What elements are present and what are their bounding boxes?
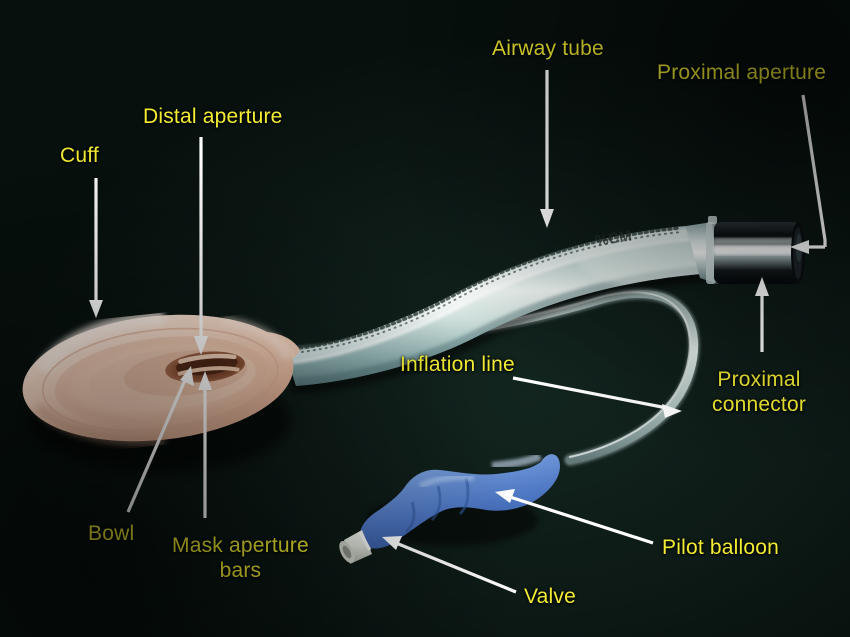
proximal-connector-part (686, 216, 805, 284)
label-cuff: Cuff (60, 144, 99, 167)
label-distal-aperture: Distal aperture (143, 105, 283, 128)
pointer-arrows (89, 70, 827, 594)
arrow-airway-tube (540, 70, 554, 228)
arrow-bowl (126, 366, 194, 513)
arrow-distal-aperture (194, 137, 208, 355)
arrow-proximal-connector (755, 277, 769, 352)
label-inflation-line: Inflation line (400, 353, 515, 376)
label-bowl: Bowl (88, 522, 135, 545)
mask-aperture-bars-part (177, 353, 240, 376)
arrow-valve (382, 536, 517, 594)
arrow-pilot-balloon (495, 489, 654, 545)
arrow-inflation-line (512, 376, 682, 418)
label-proximal-aperture: Proximal aperture (657, 61, 827, 84)
tube-graduation-marks (298, 226, 683, 353)
label-airway-tube: Airway tube (492, 37, 604, 60)
valve-part (339, 530, 372, 564)
label-valve: Valve (524, 585, 576, 608)
airway-tube-part: %CM (285, 226, 706, 394)
label-proximal-connector: Proximal connector (712, 368, 807, 416)
pilot-balloon-and-valve-part (339, 452, 560, 564)
cuff-and-bowl-part (22, 309, 300, 472)
svg-text:%CM: %CM (594, 227, 633, 250)
arrow-proximal-aperture (790, 94, 827, 254)
label-pilot-balloon: Pilot balloon (662, 536, 780, 559)
arrow-cuff (89, 178, 103, 318)
arrow-mask-aperture-bars (198, 371, 212, 518)
label-mask-aperture-bars: Mask aperture bars (172, 534, 309, 582)
